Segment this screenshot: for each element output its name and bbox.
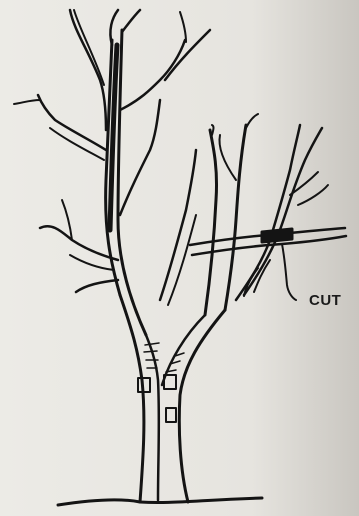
center-branch-left (120, 100, 160, 215)
right-twig-3 (220, 135, 236, 180)
top-twig-5 (120, 40, 185, 110)
left-leader-inner (118, 30, 146, 335)
cut-label: CUT (309, 292, 341, 309)
cut-callout-line (282, 244, 296, 300)
right-leader (205, 130, 217, 315)
top-twig-1 (110, 10, 118, 45)
right-twig-2 (246, 114, 258, 128)
ground-line (58, 498, 262, 505)
far-right-twig (290, 172, 318, 195)
top-twig-6 (180, 12, 186, 42)
trunk-band-lower (166, 408, 176, 422)
right-twig-1 (212, 125, 214, 135)
left-branch-low (76, 280, 118, 292)
trunk-left-edge (120, 295, 144, 502)
far-right-branch (236, 125, 300, 300)
top-twig-3 (70, 10, 106, 130)
far-right-twig-2 (298, 185, 328, 205)
top-twig-2 (122, 10, 140, 32)
cut-mark (262, 229, 292, 242)
top-twig-4 (74, 10, 104, 85)
left-branch-twig (14, 100, 40, 104)
right-leader-inner (225, 125, 246, 310)
right-side-twig-b (244, 268, 258, 296)
top-twig-7 (165, 30, 210, 80)
